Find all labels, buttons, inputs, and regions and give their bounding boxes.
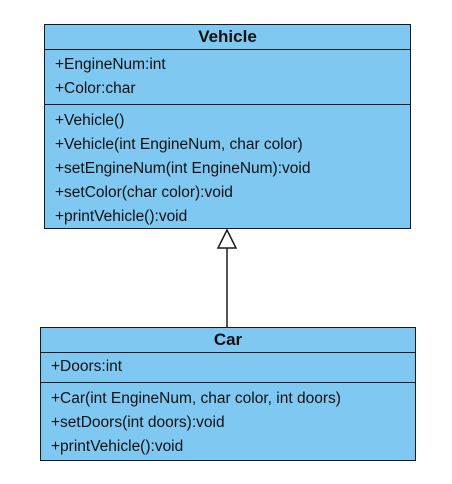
vehicle-method: +Vehicle() [55,112,125,129]
vehicle-class-name: Vehicle [45,25,410,50]
car-attributes-section: +Doors:int [41,353,415,382]
car-class-name: Car [41,328,415,353]
vehicle-attribute: +EngineNum:int [55,56,166,73]
vehicle-class-box[interactable]: Vehicle +EngineNum:int +Color:char +Vehi… [44,24,411,229]
vehicle-attribute: +Color:char [55,80,136,97]
car-attribute: +Doors:int [51,358,123,375]
vehicle-methods-section: +Vehicle() +Vehicle(int EngineNum, char … [45,104,410,233]
car-method: +printVehicle():void [51,438,184,455]
vehicle-method: +Vehicle(int EngineNum, char color) [55,136,303,153]
car-method: +Car(int EngineNum, char color, int door… [51,390,341,407]
car-class-box[interactable]: Car +Doors:int +Car(int EngineNum, char … [40,327,416,461]
vehicle-attributes-section: +EngineNum:int +Color:char [45,50,410,104]
vehicle-method: +printVehicle():void [55,208,188,225]
vehicle-method: +setColor(char color):void [55,184,233,201]
vehicle-method: +setEngineNum(int EngineNum):void [55,160,311,177]
car-methods-section: +Car(int EngineNum, char color, int door… [41,382,415,463]
car-method: +setDoors(int doors):void [51,414,225,431]
